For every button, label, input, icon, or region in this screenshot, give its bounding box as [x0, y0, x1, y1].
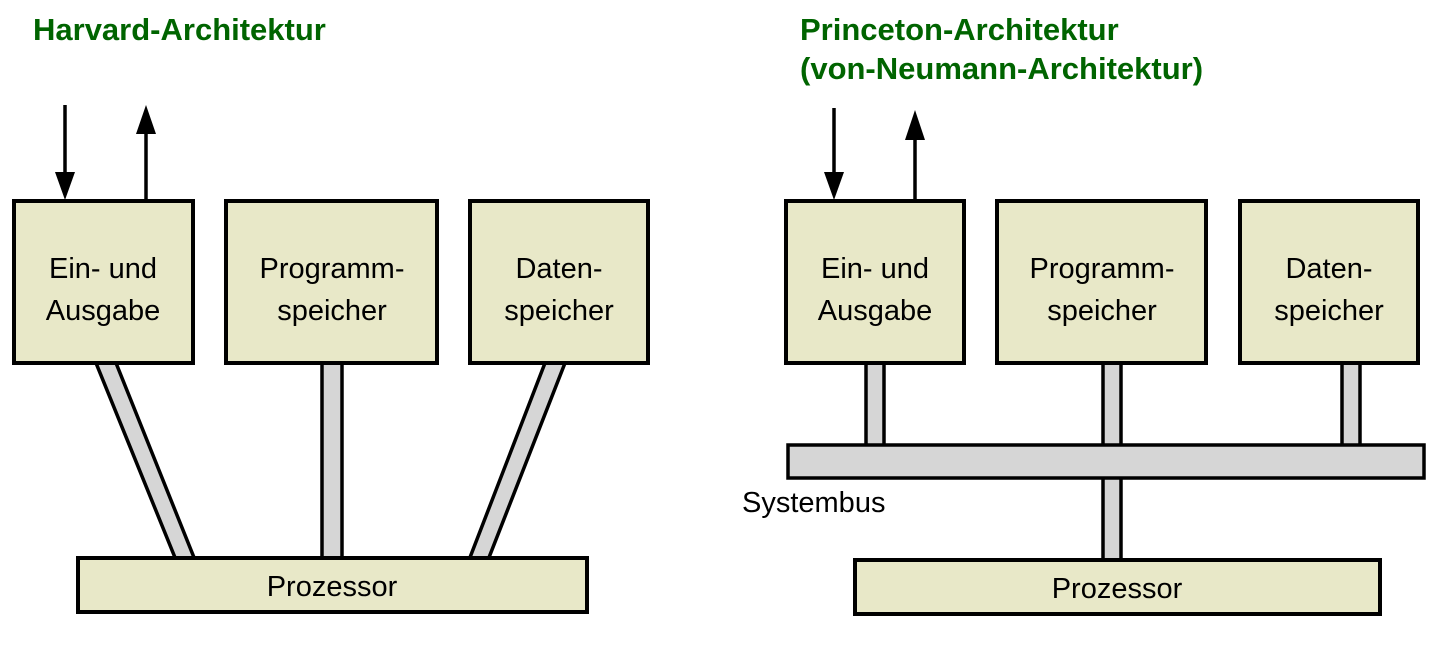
right-output-arrow-icon [905, 110, 925, 200]
right-panel-title-line1: Princeton-Architektur [800, 12, 1119, 47]
system-bus-label: Systembus [742, 487, 885, 519]
left-box-ein-und-ausgabe: Ein- und Ausgabe [12, 199, 195, 365]
right-box-ein-und-ausgabe: Ein- und Ausgabe [784, 199, 966, 365]
left-box-programmspeicher: Programm- speicher [224, 199, 439, 365]
left-input-arrow-icon [55, 105, 75, 200]
right-box-ein-und-ausgabe-label-line1: Ein- und [821, 253, 929, 285]
right-input-arrow-icon [824, 108, 844, 200]
left-box-prozessor-label: Prozessor [267, 571, 398, 603]
left-box-prozessor: Prozessor [76, 556, 589, 614]
left-bus-connectors [93, 361, 568, 562]
left-box-programmspeicher-label-line2: speicher [277, 295, 387, 327]
right-box-ein-und-ausgabe-label-line2: Ausgabe [818, 295, 933, 327]
right-box-programmspeicher-label-line2: speicher [1047, 295, 1157, 327]
left-box-datenspeicher-label-line1: Daten- [515, 253, 602, 285]
right-box-programmspeicher: Programm- speicher [995, 199, 1208, 365]
left-box-ein-und-ausgabe-label-line1: Ein- und [49, 253, 157, 285]
left-output-arrow-icon [136, 105, 156, 200]
left-panel-harvard: Harvard-Architektur [12, 12, 650, 614]
system-bus [786, 443, 1426, 480]
left-box-datenspeicher-label-line2: speicher [504, 295, 614, 327]
left-panel-title: Harvard-Architektur [33, 12, 326, 47]
right-box-datenspeicher-label-line1: Daten- [1285, 253, 1372, 285]
right-box-datenspeicher: Daten- speicher [1238, 199, 1420, 365]
left-box-datenspeicher: Daten- speicher [468, 199, 650, 365]
right-panel-princeton: Princeton-Architektur (von-Neumann-Archi… [742, 12, 1426, 616]
right-box-datenspeicher-label-line2: speicher [1274, 295, 1384, 327]
left-box-ein-und-ausgabe-label-line2: Ausgabe [46, 295, 161, 327]
left-box-programmspeicher-label-line1: Programm- [259, 253, 404, 285]
right-box-prozessor: Prozessor [853, 558, 1382, 616]
right-box-programmspeicher-label-line1: Programm- [1029, 253, 1174, 285]
right-box-prozessor-label: Prozessor [1052, 573, 1183, 605]
right-panel-title-line2: (von-Neumann-Architektur) [800, 51, 1203, 86]
